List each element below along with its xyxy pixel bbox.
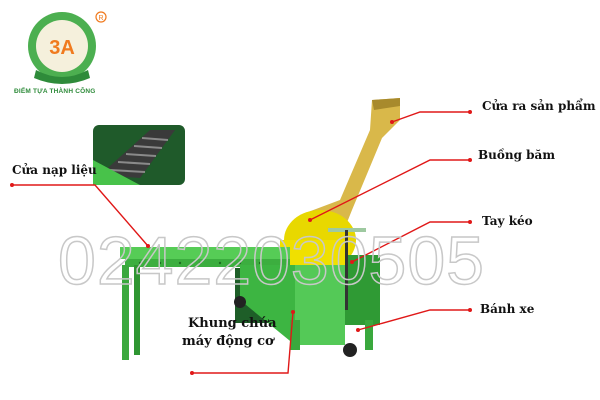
label-frame-line2: máy động cơ <box>182 334 274 349</box>
label-wheel: Bánh xe <box>480 302 535 316</box>
logo-3a: 3A R <box>28 11 107 84</box>
label-outlet: Cửa ra sản phẩm <box>482 99 596 113</box>
outlet-chute <box>300 98 400 240</box>
label-chamber: Buồng băm <box>478 148 556 162</box>
conveyor-inset-photo <box>93 125 185 185</box>
label-handle: Tay kéo <box>482 214 533 228</box>
pull-handle <box>328 228 366 310</box>
front-wheel <box>343 343 357 357</box>
svg-text:3A: 3A <box>49 37 75 59</box>
leader-lines <box>12 111 470 374</box>
label-feed: Cửa nạp liệu <box>12 163 97 177</box>
logo-tagline: ĐIỂM TỰA THÀNH CÔNG <box>14 88 96 95</box>
phone-watermark: 02422030505 <box>57 222 486 300</box>
rear-wheel <box>234 296 246 308</box>
svg-text:R: R <box>98 15 103 22</box>
label-frame-line1: Khung chứa <box>188 316 277 331</box>
feed-table <box>120 247 290 360</box>
